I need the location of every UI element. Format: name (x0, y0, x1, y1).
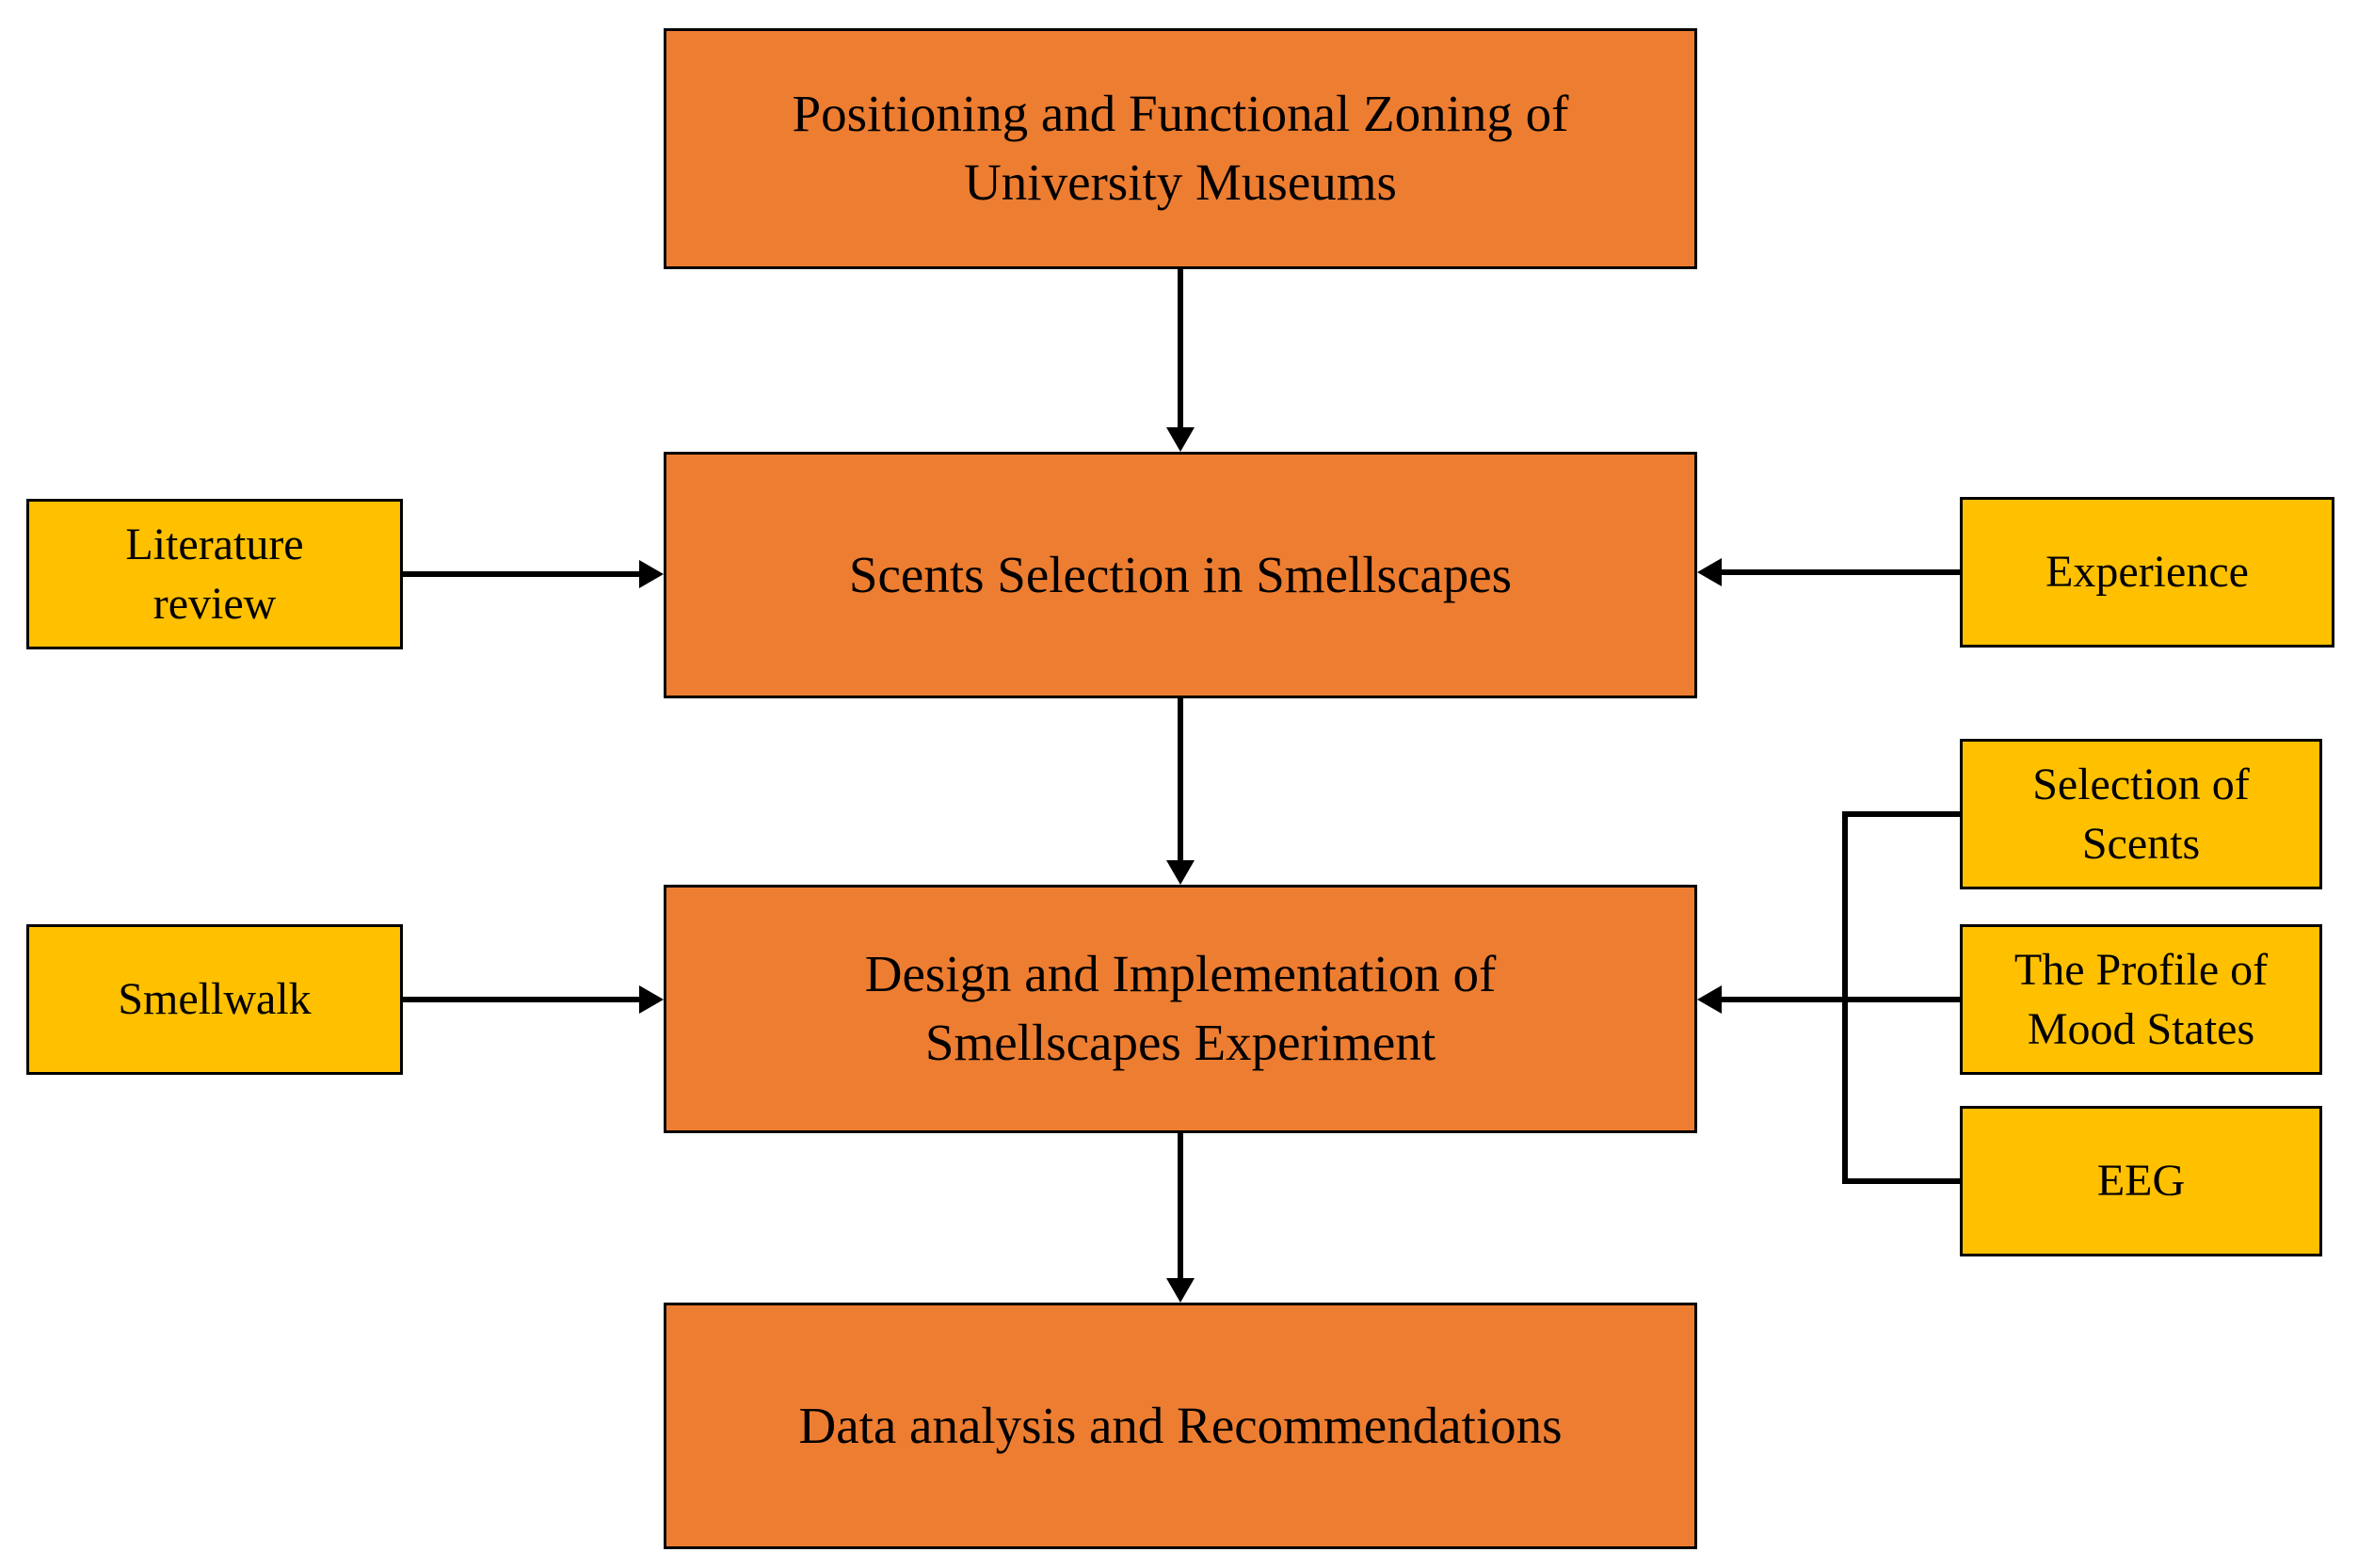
node-label: Positioning and Functional Zoning of Uni… (792, 85, 1569, 211)
node-label: Design and Implementation of Smellscapes… (864, 945, 1497, 1071)
arrowhead-down (1166, 427, 1195, 452)
arrowhead-right (639, 560, 664, 588)
arrow-design-to-data-line (1178, 1133, 1183, 1280)
node-data-analysis: Data analysis and Recommendations (664, 1303, 1697, 1549)
node-scents-selection: Scents Selection in Smellscapes (664, 452, 1697, 698)
node-label: Data analysis and Recommendations (798, 1396, 1563, 1454)
node-label: Literature review (125, 519, 304, 629)
arrowhead-left (1697, 558, 1722, 586)
arrowhead-down (1166, 1278, 1195, 1303)
arrowhead-right (639, 985, 664, 1014)
node-design-implementation: Design and Implementation of Smellscapes… (664, 885, 1697, 1133)
arrow-literature-to-scents-line (403, 571, 643, 577)
bracket-stub-selection-line (1842, 811, 1960, 817)
node-eeg: EEG (1960, 1106, 2322, 1256)
arrow-smellwalk-to-design-line (403, 997, 643, 1002)
arrow-positioning-to-scents-line (1178, 269, 1183, 429)
node-label: Experience (2045, 547, 2249, 598)
node-label: Selection of Scents (2032, 759, 2250, 869)
arrow-bracket-to-design-line (1720, 997, 1960, 1002)
arrow-scents-to-design-line (1178, 698, 1183, 862)
node-literature-review: Literature review (26, 499, 403, 649)
arrowhead-down (1166, 860, 1195, 885)
node-label: Scents Selection in Smellscapes (848, 545, 1513, 603)
node-positioning-functional-zoning: Positioning and Functional Zoning of Uni… (664, 28, 1697, 269)
node-label: The Profile of Mood States (2013, 944, 2269, 1054)
arrow-experience-to-scents-line (1720, 569, 1960, 575)
bracket-stub-eeg-line (1842, 1178, 1960, 1184)
node-profile-of-mood-states: The Profile of Mood States (1960, 924, 2322, 1075)
node-smellwalk: Smellwalk (26, 924, 403, 1075)
arrowhead-left (1697, 985, 1722, 1014)
node-label: EEG (2096, 1156, 2186, 1207)
node-experience: Experience (1960, 497, 2334, 648)
node-selection-of-scents: Selection of Scents (1960, 739, 2322, 889)
node-label: Smellwalk (118, 974, 312, 1025)
